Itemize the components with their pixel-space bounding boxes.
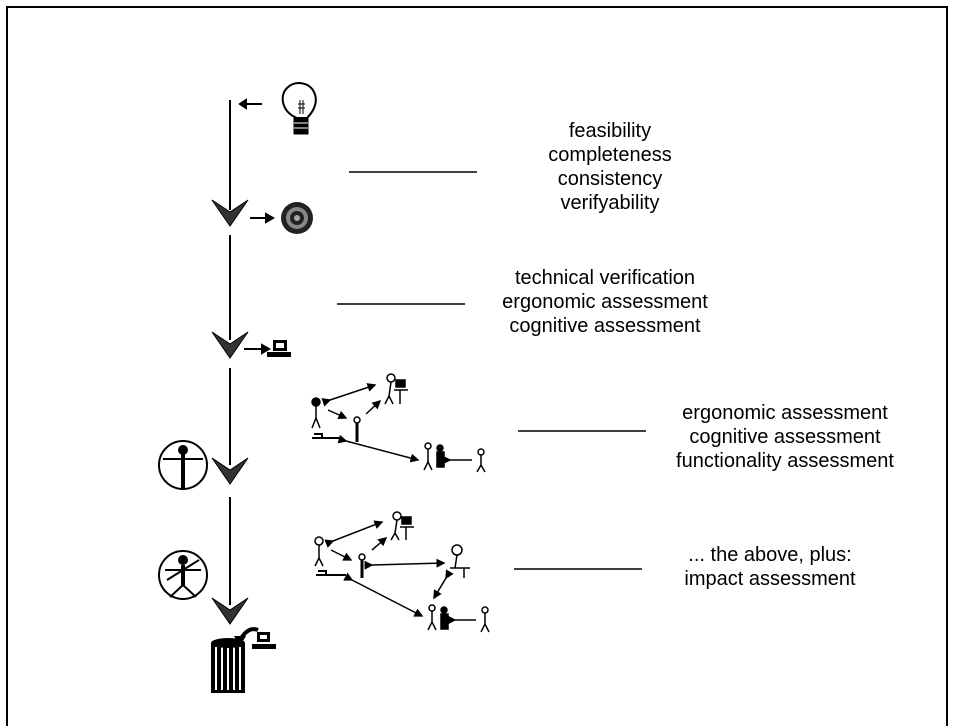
flow-arrowhead [211,331,249,359]
vitruvian-man-icon [158,440,208,490]
people-network-icon [311,373,486,473]
people-network-icon [314,511,490,633]
flow-arrowhead [211,457,249,485]
computer-icon [267,340,291,357]
team-criteria-label: ergonomic assessment cognitive assessmen… [676,402,894,472]
prototype-criteria-label: technical verification ergonomic assessm… [502,267,708,337]
target-icon [281,202,313,234]
flow-arrowhead [211,199,249,227]
flow-arrowhead [211,597,249,625]
diagram-frame [6,6,948,726]
vitruvian-man-icon [158,550,208,600]
goal-criteria-label: feasibility completeness consistency ver… [548,120,672,214]
database-drum-icon [211,627,276,693]
organisation-criteria-label: ... the above, plus: impact assessment [684,544,856,590]
lightbulb-icon [281,82,317,135]
